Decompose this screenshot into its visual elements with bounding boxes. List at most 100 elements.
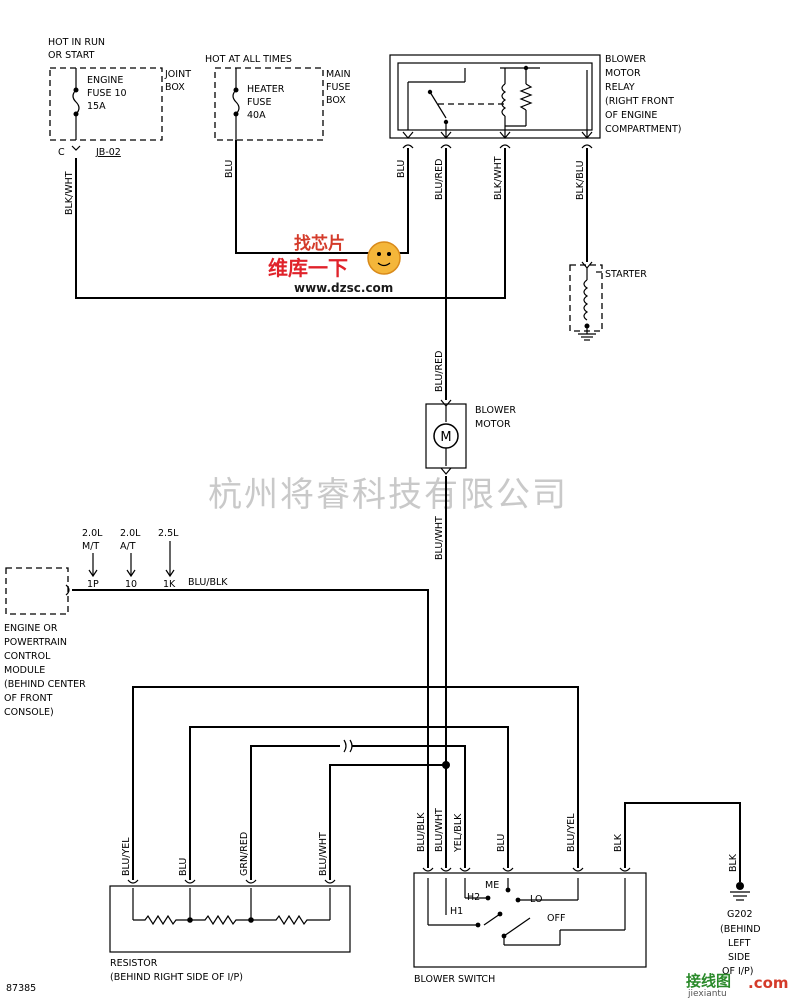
watermark-company: 杭州将睿科技有限公司 [208, 475, 568, 515]
engine-fuse-supply-1: HOT IN RUN [48, 37, 105, 48]
label-blu-wht-resistor: BLU/WHT [318, 832, 329, 876]
module-label-6: OF FRONT [4, 693, 53, 704]
ground-label-2: LEFT [728, 938, 751, 949]
wire-blu-wht-resistor [329, 764, 446, 880]
engine-fuse-supply-2: OR START [48, 50, 95, 61]
wire-blk-wht-top [75, 148, 506, 299]
heater-fuse-symbol [232, 89, 240, 115]
label-yel-blk: YEL/BLK [453, 813, 464, 853]
engine-fuse-label-3: 15A [87, 101, 106, 112]
relay-label-6: COMPARTMENT) [605, 124, 681, 135]
blower-motor: M BLOWER MOTOR [425, 399, 516, 475]
starter-outline [569, 264, 603, 332]
variant-3-pin: 1K [163, 579, 176, 590]
variant-1-pin: 1P [87, 579, 99, 590]
motor-outline [425, 403, 467, 469]
ground-label-1: (BEHIND [720, 924, 761, 935]
label-blk-switch: BLK [613, 833, 624, 852]
watermark-site: www.dzsc.com [294, 281, 393, 295]
engine-fuse-block: HOT IN RUN OR START ENGINE FUSE 10 15A J… [48, 37, 191, 158]
relay-coil [501, 83, 507, 117]
label-grn-red: GRN/RED [239, 832, 250, 876]
resistor-label-1: RESISTOR [110, 958, 158, 969]
main-fuse-box-label-2: FUSE [326, 82, 350, 93]
switch-contact-high [483, 913, 501, 926]
mid-wiring: BLU/WHT BLU/BLK BLU/YEL BLU GRN/RED BLU/… [72, 476, 741, 882]
label-blk-wht-top: BLK/WHT [64, 171, 75, 215]
blower-motor-relay: BLOWER MOTOR RELAY (RIGHT FRONT OF ENGIN… [389, 54, 681, 149]
engine-fuse-label-1: ENGINE [87, 75, 123, 86]
label-blu-heater: BLU [224, 160, 235, 178]
switch-pos-me: ME [485, 880, 499, 891]
switch-outline [413, 872, 647, 968]
label-blu-wht-motor: BLU/WHT [434, 516, 445, 560]
variant-2-engine: 2.0L [120, 528, 141, 539]
resistor-element-1 [133, 914, 190, 926]
module-label-5: (BEHIND CENTER [4, 679, 86, 690]
label-blu-red-motor: BLU/RED [434, 351, 445, 392]
label-blu-yel-switch: BLU/YEL [566, 813, 577, 852]
starter-coil [583, 279, 589, 321]
relay-resistor [519, 83, 533, 111]
label-blk-wht-relay: BLK/WHT [493, 156, 504, 200]
jiexiantu-watermark: 接线图 jiexiantu .com [686, 972, 789, 999]
heater-fuse-supply: HOT AT ALL TIMES [205, 54, 292, 65]
heater-fuse-label-2: FUSE [247, 97, 271, 108]
dzsc-watermark: 找芯片 维库一下 www.dzsc.com [268, 233, 401, 295]
mascot-icon [367, 241, 401, 275]
relay-label-2: MOTOR [605, 68, 641, 79]
variant-2-trans: A/T [120, 541, 136, 552]
motor-symbol-letter: M [440, 430, 451, 445]
splice-blu-wht [442, 761, 450, 769]
starter: STARTER [569, 261, 647, 341]
label-blu-relay: BLU [396, 160, 407, 178]
resistor-element-2 [190, 914, 251, 926]
module-label-1: ENGINE OR [4, 623, 58, 634]
starter-label: STARTER [605, 269, 647, 280]
module-outline [5, 567, 69, 615]
switch-pos-off: OFF [547, 913, 565, 924]
label-blu-switch: BLU [496, 834, 507, 852]
resistor-label-2: (BEHIND RIGHT SIDE OF I/P) [110, 972, 243, 983]
label-blu-yel-resistor: BLU/YEL [121, 837, 132, 876]
watermark-jiexiantu: 接线图 [686, 972, 731, 990]
watermark-logo: 找芯片 [294, 233, 345, 254]
ground-label-3: SIDE [728, 952, 750, 963]
wire-blu-yel [132, 686, 579, 880]
variant-2-pin: 10 [125, 579, 137, 590]
module-label-4: MODULE [4, 665, 45, 676]
heater-fuse-label-1: HEATER [247, 84, 285, 95]
ground-label-4: OF I/P) [722, 966, 753, 977]
resistor-element-3 [251, 914, 330, 926]
module-label-2: POWERTRAIN [4, 637, 67, 648]
module-label-3: CONTROL [4, 651, 51, 662]
switch-pos-lo: LO [530, 894, 542, 905]
motor-label-1: BLOWER [475, 405, 516, 416]
wire-blu-heater [235, 140, 409, 254]
watermark-brand: 维库一下 [268, 256, 348, 280]
relay-label-5: OF ENGINE [605, 110, 657, 121]
switch-pos-h1: H1 [450, 906, 463, 917]
variant-3-engine: 2.5L [158, 528, 179, 539]
motor-label-2: MOTOR [475, 419, 511, 430]
relay-outline [389, 54, 601, 139]
wire-yel-blk [352, 745, 466, 868]
joint-box-label-2: BOX [165, 82, 185, 93]
label-blk-blu: BLK/BLU [575, 160, 586, 200]
label-blk-ground: BLK [728, 853, 739, 872]
blower-resistor: RESISTOR (BEHIND RIGHT SIDE OF I/P) [109, 879, 351, 983]
relay-label-4: (RIGHT FRONT [605, 96, 674, 107]
label-blu-wht-switch: BLU/WHT [434, 808, 445, 852]
label-blu-blk-module: BLU/BLK [188, 577, 228, 588]
engine-fuse-pin: C [58, 147, 65, 158]
wire-blu-blk [72, 589, 429, 868]
blower-switch: H1 H2 ME LO OFF BLOWER SWITCH [413, 867, 647, 985]
variant-1-trans: M/T [82, 541, 99, 552]
relay-contact [429, 91, 447, 119]
label-blu-resistor: BLU [178, 858, 189, 876]
relay-label-1: BLOWER [605, 54, 646, 65]
main-fuse-box-label-3: BOX [326, 95, 346, 106]
main-fuse-box-outline [214, 67, 324, 141]
watermark-dotcom: .com [748, 974, 789, 992]
wire-blk [624, 802, 741, 882]
